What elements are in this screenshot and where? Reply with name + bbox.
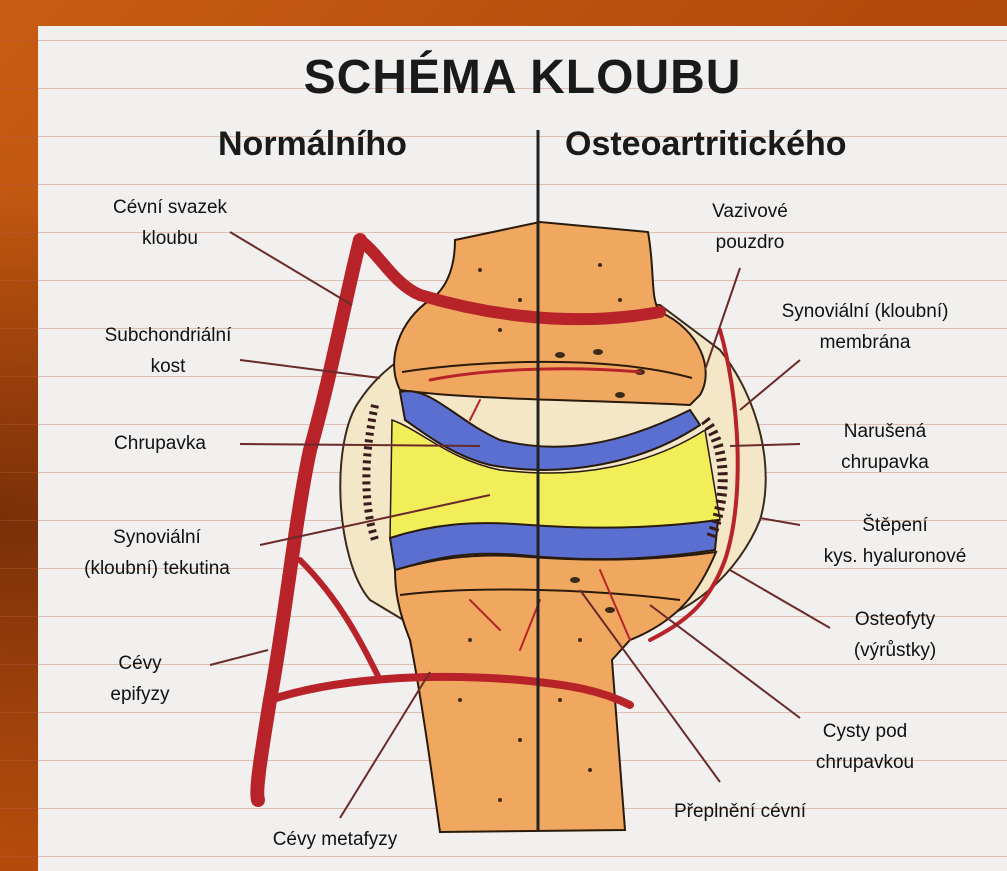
label-vessel-bundle: Cévní svazek kloubu <box>70 192 270 254</box>
label-synovial-fluid: Synoviální (kloubní) tekutina <box>42 522 272 584</box>
heading-normal: Normálního <box>218 120 407 168</box>
label-cartilage: Chrupavka <box>80 428 240 459</box>
label-osteophytes: Osteofyty (výrůstky) <box>810 604 980 666</box>
label-epiphysis-vessels: Cévy epifyzy <box>60 648 220 710</box>
heading-osteoarthritic: Osteoartritického <box>565 120 847 168</box>
label-subchondral-bone: Subchondriální kost <box>68 320 268 382</box>
label-damaged-cartilage: Narušená chrupavka <box>800 416 970 478</box>
lower-bone <box>395 552 716 832</box>
label-metaphysis-vessels: Cévy metafyzy <box>220 824 450 855</box>
label-hyaluronic-cleavage: Štěpení kys. hyaluronové <box>790 510 1000 572</box>
diagram-title: SCHÉMA KLOUBU <box>38 38 1007 118</box>
label-vascular-congestion: Přeplnění cévní <box>620 796 860 827</box>
label-fibrous-capsule: Vazivové pouzdro <box>670 196 830 258</box>
label-synovial-membrane: Synoviální (kloubní) membrána <box>730 296 1000 358</box>
label-subchondral-cysts: Cysty pod chrupavkou <box>770 716 960 778</box>
